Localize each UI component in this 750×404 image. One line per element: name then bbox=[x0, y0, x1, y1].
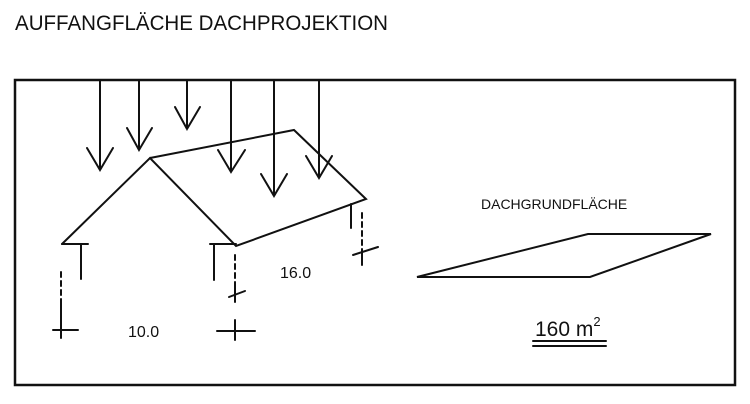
arrow-icon bbox=[174, 79, 201, 132]
frame bbox=[13, 78, 737, 387]
footprint-label: DACHGRUNDFLÄCHE bbox=[481, 196, 627, 212]
area-value: 160 m2 bbox=[535, 314, 601, 341]
page-title: AUFFANGFLÄCHE DACHPROJEKTION bbox=[15, 12, 388, 35]
arrow-icon bbox=[126, 79, 153, 153]
width-label: 10.0 bbox=[128, 324, 159, 341]
footprint-shape bbox=[416, 233, 712, 278]
rain-arrows bbox=[86, 79, 333, 198]
area-underline bbox=[532, 340, 607, 347]
arrow-icon bbox=[86, 79, 114, 172]
length-label: 16.0 bbox=[280, 265, 311, 282]
house-roof bbox=[61, 128, 368, 281]
arrow-icon bbox=[260, 79, 288, 198]
dimension-lines bbox=[52, 212, 379, 341]
arrow-icon bbox=[217, 79, 246, 174]
